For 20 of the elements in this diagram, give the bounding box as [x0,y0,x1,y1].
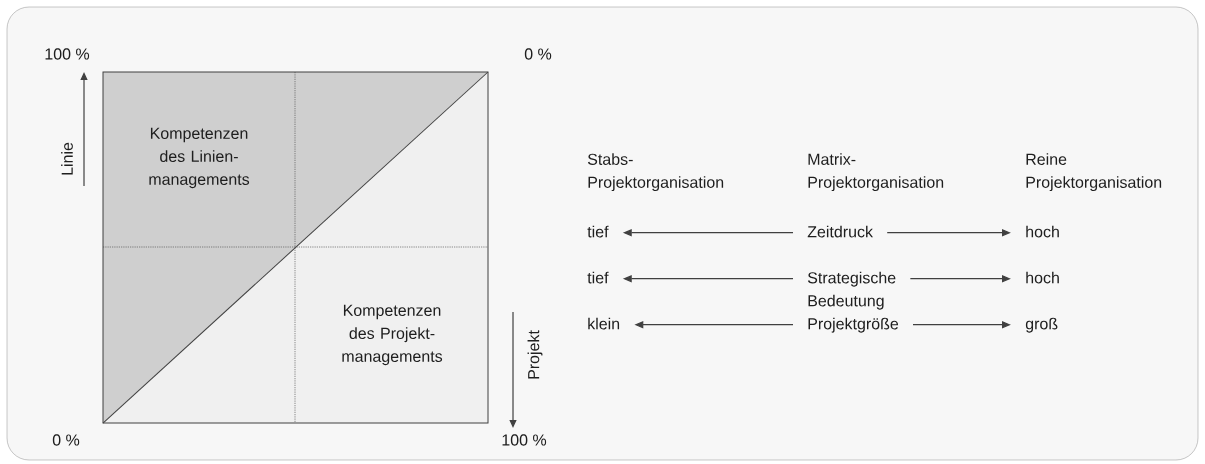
factor-text: Projektgröße [808,317,899,333]
factor-text: Strategische Bedeutung [807,271,896,310]
factor-text: Zeitdruck [807,225,873,238]
value-text: klein [588,317,620,330]
axis-label: Linie [61,142,73,175]
percent-label: 100 % [45,48,90,60]
value-text: hoch [1026,225,1059,238]
percent-label: 0 % [524,48,552,60]
axis-label: Projekt [527,330,543,379]
region-label: Kompetenzen des Projekt- managements [342,304,443,366]
region-label: Kompetenzen des Linien- managements [149,127,250,189]
value-text: tief [587,271,609,284]
column-heading: Stabs- Projektorganisation [587,153,724,192]
value-text: groß [1025,317,1058,333]
value-text: tief [587,225,609,238]
column-heading: Reine Projektorganisation [1026,153,1162,192]
column-heading: Matrix- Projektorganisation [808,153,944,192]
percent-label: 0 % [52,434,80,446]
value-text: hoch [1026,271,1059,284]
percent-label: 100 % [502,434,547,446]
